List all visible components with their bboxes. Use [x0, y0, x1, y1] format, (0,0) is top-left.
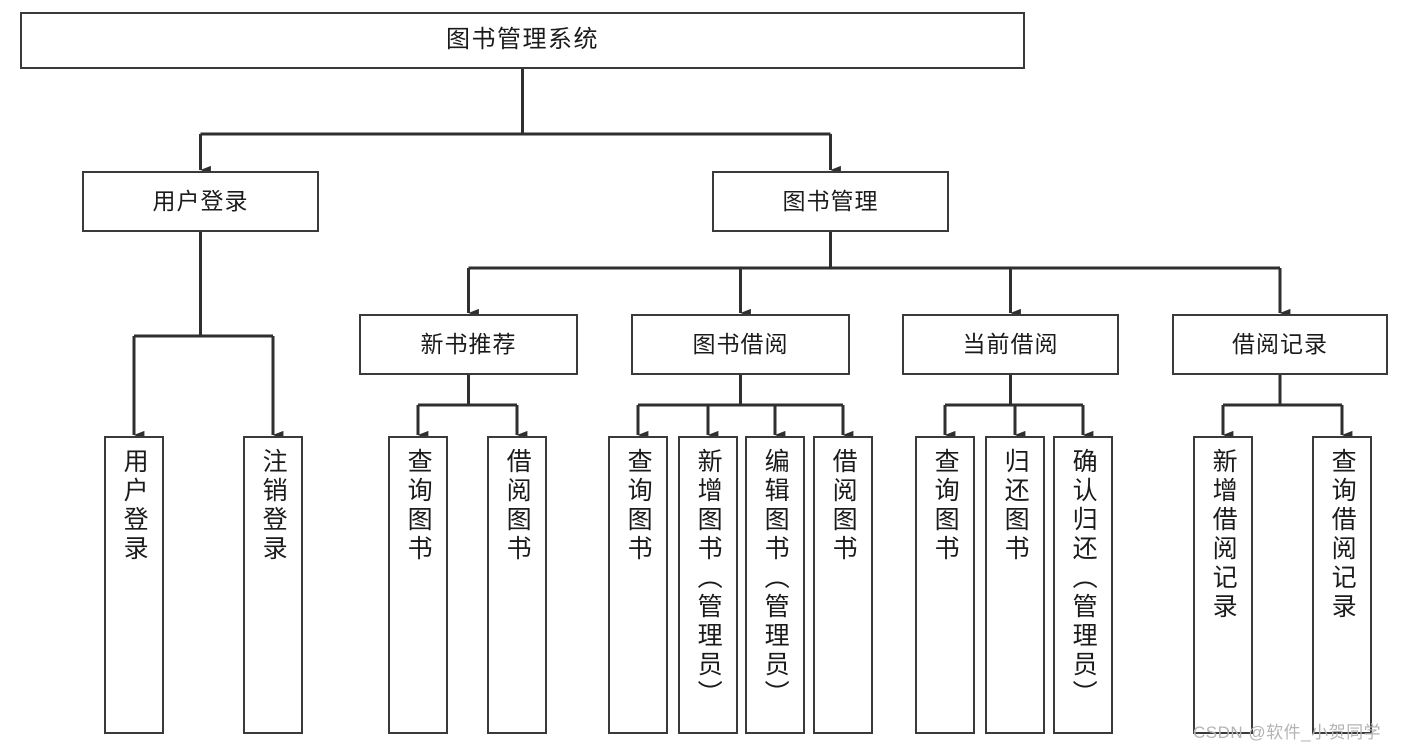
- leaf-borrow-book-1[interactable]: 借阅图书: [487, 436, 547, 734]
- node-label: 查询图书: [931, 448, 960, 564]
- node-book-management[interactable]: 图书管理: [712, 171, 949, 232]
- node-current-borrow[interactable]: 当前借阅: [902, 314, 1119, 375]
- node-label: 归还图书: [1001, 448, 1030, 564]
- node-label: 新增图书（管理员）: [694, 448, 723, 709]
- node-label: 借阅记录: [1232, 330, 1328, 357]
- node-root-system[interactable]: 图书管理系统: [20, 12, 1025, 69]
- node-label: 新书推荐: [420, 330, 517, 357]
- leaf-borrow-book-2[interactable]: 借阅图书: [813, 436, 873, 734]
- csdn-watermark: CSDN @软件_小贺同学: [1193, 723, 1382, 742]
- node-label: 借阅图书: [503, 448, 532, 564]
- node-label: 图书管理: [782, 187, 879, 214]
- leaf-query-borrow-record[interactable]: 查询借阅记录: [1312, 436, 1372, 734]
- node-label: 图书管理系统: [446, 26, 599, 54]
- node-label: 当前借阅: [962, 330, 1059, 357]
- node-label: 用户登录: [120, 448, 149, 564]
- leaf-user-login[interactable]: 用户登录: [104, 436, 164, 734]
- node-label: 注销登录: [259, 448, 288, 564]
- leaf-return-book[interactable]: 归还图书: [985, 436, 1045, 734]
- leaf-add-borrow-record[interactable]: 新增借阅记录: [1193, 436, 1253, 734]
- node-label: 编辑图书（管理员）: [761, 448, 790, 709]
- node-label: 查询图书: [404, 448, 433, 564]
- node-new-book-recommend[interactable]: 新书推荐: [359, 314, 578, 375]
- node-label: 确认归还（管理员）: [1069, 448, 1098, 709]
- node-label: 图书借阅: [692, 330, 789, 357]
- leaf-query-book-3[interactable]: 查询图书: [915, 436, 975, 734]
- leaf-query-book-1[interactable]: 查询图书: [388, 436, 448, 734]
- node-label: 查询图书: [624, 448, 653, 564]
- node-label: 新增借阅记录: [1209, 448, 1238, 622]
- leaf-logout[interactable]: 注销登录: [243, 436, 303, 734]
- node-label: 查询借阅记录: [1328, 448, 1357, 622]
- leaf-query-book-2[interactable]: 查询图书: [608, 436, 668, 734]
- node-user-login[interactable]: 用户登录: [82, 171, 319, 232]
- leaf-add-book[interactable]: 新增图书（管理员）: [678, 436, 738, 734]
- node-label: 用户登录: [152, 187, 249, 214]
- leaf-confirm-return[interactable]: 确认归还（管理员）: [1053, 436, 1113, 734]
- leaf-edit-book[interactable]: 编辑图书（管理员）: [745, 436, 805, 734]
- node-label: 借阅图书: [829, 448, 858, 564]
- node-book-borrow[interactable]: 图书借阅: [631, 314, 850, 375]
- node-borrow-record[interactable]: 借阅记录: [1172, 314, 1388, 375]
